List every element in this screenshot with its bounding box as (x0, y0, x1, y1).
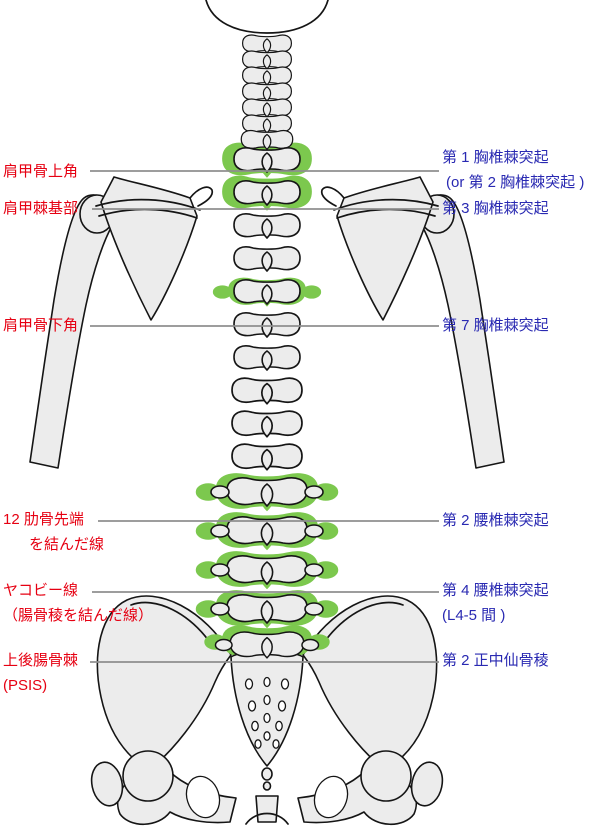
label-text: 第 2 正中仙骨稜 (442, 652, 549, 669)
leader-lines (90, 170, 439, 663)
label-psis: 上後腸骨棘 (PSIS) (3, 648, 78, 698)
label-jacoby-line: ヤコビー線 （腸骨稜を結んだ線） (3, 578, 153, 628)
label-l2-spinous-process: 第 2 腰椎棘突起 (442, 508, 549, 533)
label-text: 12 肋骨先端 (3, 511, 84, 528)
label-t7-spinous-process: 第 7 胸椎棘突起 (442, 313, 549, 338)
label-text: (PSIS) (3, 677, 48, 694)
pelvis (90, 595, 444, 825)
neck-outline (205, 0, 329, 34)
label-text: 第 4 腰椎棘突起 (442, 582, 549, 599)
label-text: (or 第 2 胸椎棘突起 ) (446, 174, 585, 191)
label-s2-median-sacral-crest: 第 2 正中仙骨稜 (442, 648, 549, 673)
vertebral-column (210, 34, 324, 659)
label-t3-spinous-process: 第 3 胸椎棘突起 (442, 196, 549, 221)
label-text: 肩甲骨下角 (3, 317, 79, 334)
label-text: ヤコビー線 (3, 582, 79, 599)
label-text: 第 2 腰椎棘突起 (442, 512, 549, 529)
sacrum (230, 650, 304, 791)
label-text: 第 3 胸椎棘突起 (442, 200, 549, 217)
label-text: 肩甲骨上角 (3, 163, 79, 180)
label-l4-spinous-process: 第 4 腰椎棘突起 (L4-5 間 ) (442, 578, 549, 628)
label-text: 第 7 胸椎棘突起 (442, 317, 549, 334)
label-text: （腸骨稜を結んだ線） (3, 607, 154, 624)
label-text: 第 1 胸椎棘突起 (442, 149, 549, 166)
label-text: 上後腸骨棘 (3, 652, 79, 669)
label-scapular-spine-base: 肩甲棘基部 (3, 196, 78, 221)
label-rib12-line: 12 肋骨先端 を結んだ線 (3, 507, 104, 557)
left-scapula (95, 176, 214, 321)
label-t1-spinous-process: 第 1 胸椎棘突起 (or 第 2 胸椎棘突起 ) (442, 145, 584, 195)
label-text: (L4-5 間 ) (442, 607, 506, 624)
label-scapula-inferior-angle: 肩甲骨下角 (3, 313, 78, 338)
label-text: を結んだ線 (29, 536, 105, 553)
right-scapula (320, 176, 439, 321)
label-text: 肩甲棘基部 (3, 200, 79, 217)
label-scapula-superior-angle: 肩甲骨上角 (3, 159, 78, 184)
